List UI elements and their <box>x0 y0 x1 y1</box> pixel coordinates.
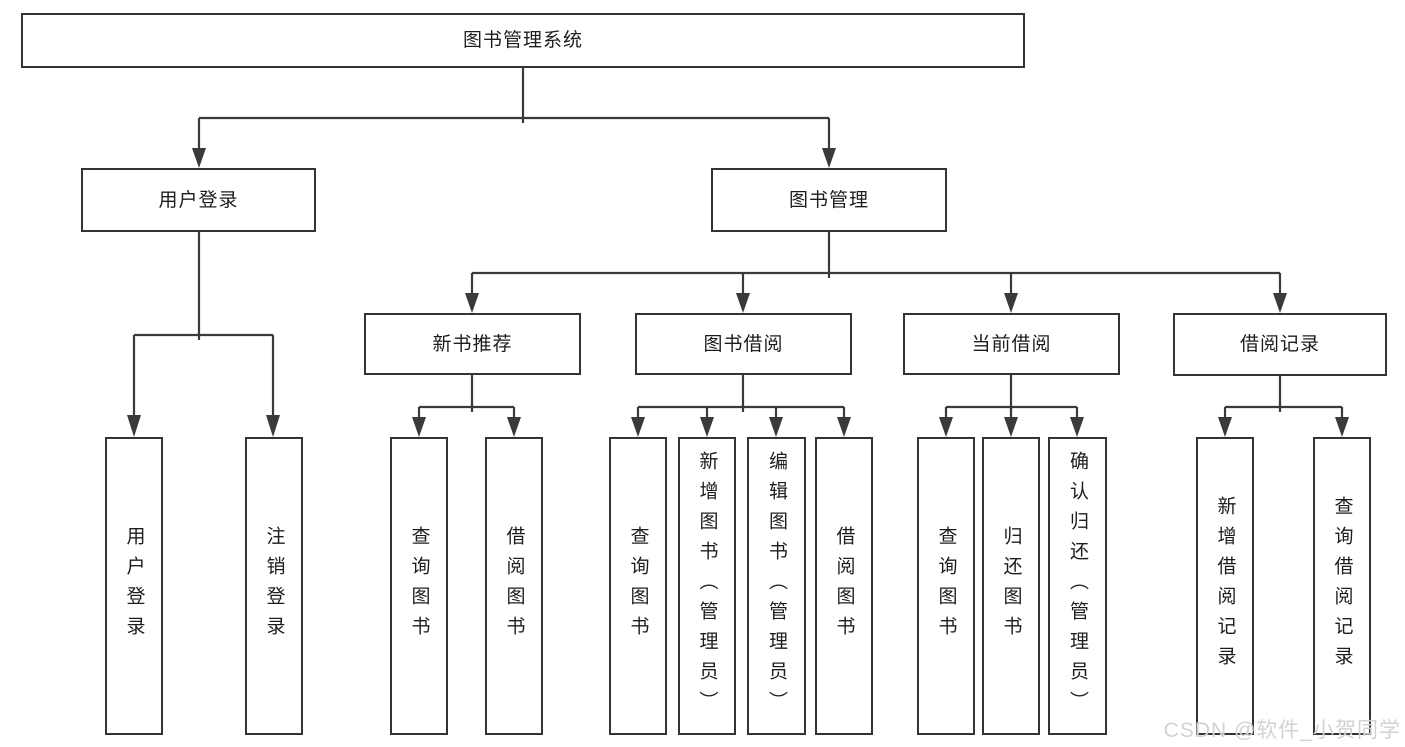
leaf-query-borrow-record: 查询借阅记录 <box>1313 437 1371 735</box>
csdn-watermark: CSDN @软件_小贺同学 <box>1163 719 1401 742</box>
node-label: 用户登录 <box>123 526 145 646</box>
node-label: 归还图书 <box>1000 526 1022 646</box>
node-new-book-recommend: 新书推荐 <box>364 313 581 375</box>
node-label: 新增图书（管理员） <box>696 451 718 721</box>
node-book-borrow: 图书借阅 <box>635 313 852 375</box>
node-label: 借阅图书 <box>833 526 855 646</box>
node-label: 图书管理系统 <box>462 30 583 51</box>
node-label: 当前借阅 <box>971 333 1052 355</box>
leaf-borrow-books-recommend: 借阅图书 <box>485 437 543 735</box>
node-book-management-branch: 图书管理 <box>711 168 947 232</box>
node-label: 查询图书 <box>627 526 649 646</box>
node-label: 图书管理 <box>788 189 869 211</box>
node-system-root: 图书管理系统 <box>21 13 1025 68</box>
node-label: 查询图书 <box>935 526 957 646</box>
leaf-return-books: 归还图书 <box>982 437 1040 735</box>
leaf-add-books-admin: 新增图书（管理员） <box>678 437 736 735</box>
node-label: 用户登录 <box>158 189 239 211</box>
leaf-query-books-current: 查询图书 <box>917 437 975 735</box>
arrowheads <box>127 148 1349 437</box>
node-label: 编辑图书（管理员） <box>766 451 787 721</box>
leaf-edit-books-admin: 编辑图书（管理员） <box>747 437 806 735</box>
leaf-query-books-recommend: 查询图书 <box>390 437 448 735</box>
node-label: 图书借阅 <box>703 333 784 355</box>
leaf-logout: 注销登录 <box>245 437 303 735</box>
leaf-borrow-books: 借阅图书 <box>815 437 873 735</box>
leaf-user-login: 用户登录 <box>105 437 163 735</box>
leaf-query-books-borrow: 查询图书 <box>609 437 667 735</box>
node-label: 确认归还（管理员） <box>1067 451 1088 721</box>
node-label: 借阅图书 <box>503 526 525 646</box>
leaf-add-borrow-record: 新增借阅记录 <box>1196 437 1254 735</box>
leaf-confirm-return-admin: 确认归还（管理员） <box>1048 437 1107 735</box>
node-borrow-records: 借阅记录 <box>1173 313 1387 376</box>
node-label: 新增借阅记录 <box>1214 496 1236 676</box>
node-label: 借阅记录 <box>1239 334 1320 355</box>
node-label: 查询图书 <box>408 526 430 646</box>
node-label: 注销登录 <box>263 526 285 646</box>
node-current-borrow: 当前借阅 <box>903 313 1120 375</box>
node-label: 查询借阅记录 <box>1331 496 1353 676</box>
node-label: 新书推荐 <box>432 333 513 355</box>
node-user-login-branch: 用户登录 <box>81 168 316 232</box>
